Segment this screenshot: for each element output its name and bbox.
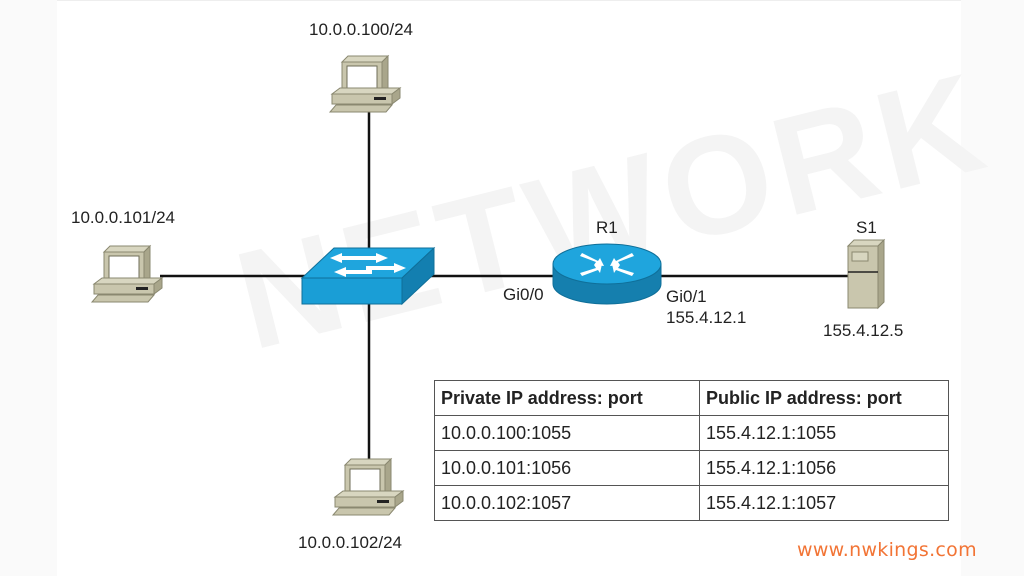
r1-outside-interface-label: Gi0/1 bbox=[666, 287, 707, 306]
public-address-cell: 155.4.12.1:1056 bbox=[699, 450, 949, 486]
r1-inside-interface-label: Gi0/0 bbox=[503, 285, 544, 304]
server-name-label: S1 bbox=[856, 218, 877, 237]
private-address-cell: 10.0.0.100:1055 bbox=[434, 415, 700, 451]
router-icon[interactable] bbox=[552, 243, 662, 305]
pc-icon[interactable] bbox=[90, 244, 164, 303]
pc-102-ip-label: 10.0.0.102/24 bbox=[298, 533, 402, 552]
public-address-cell: 155.4.12.1:1055 bbox=[699, 415, 949, 451]
nat-translation-table: Private IP address: port Public IP addre… bbox=[434, 380, 949, 521]
panel-top-border bbox=[57, 0, 961, 1]
r1-outside-ip-label: 155.4.12.1 bbox=[666, 308, 747, 327]
pc-icon[interactable] bbox=[328, 54, 402, 113]
column-header-private: Private IP address: port bbox=[434, 380, 700, 416]
switch-icon[interactable] bbox=[300, 246, 436, 306]
pc-100-ip-label: 10.0.0.100/24 bbox=[309, 20, 413, 39]
server-ip-label: 155.4.12.5 bbox=[823, 321, 904, 340]
public-address-cell: 155.4.12.1:1057 bbox=[699, 485, 949, 521]
router-name-label: R1 bbox=[596, 218, 618, 237]
table-row: 10.0.0.102:1057 155.4.12.1:1057 bbox=[434, 485, 949, 521]
table-row: 10.0.0.101:1056 155.4.12.1:1056 bbox=[434, 450, 949, 486]
table-header-row: Private IP address: port Public IP addre… bbox=[434, 380, 949, 416]
column-header-public: Public IP address: port bbox=[699, 380, 949, 416]
table-row: 10.0.0.100:1055 155.4.12.1:1055 bbox=[434, 415, 949, 451]
private-address-cell: 10.0.0.102:1057 bbox=[434, 485, 700, 521]
pc-101-ip-label: 10.0.0.101/24 bbox=[71, 208, 175, 227]
website-link[interactable]: www.nwkings.com bbox=[797, 539, 977, 561]
pc-icon[interactable] bbox=[331, 457, 405, 516]
server-icon[interactable] bbox=[846, 238, 886, 310]
private-address-cell: 10.0.0.101:1056 bbox=[434, 450, 700, 486]
